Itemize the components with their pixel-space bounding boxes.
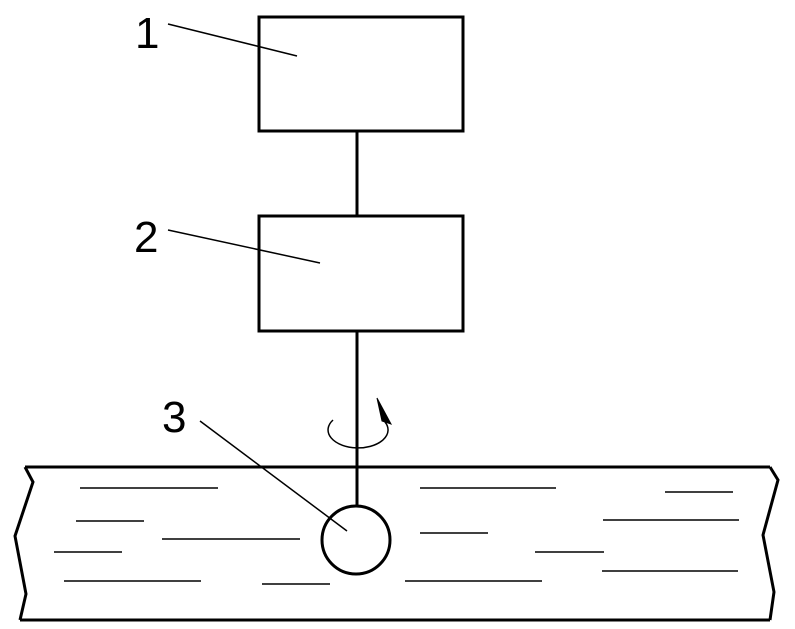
label-1: 1: [135, 9, 159, 58]
leader-line-3: [199, 420, 348, 532]
rotation-arrow-icon: [327, 397, 393, 449]
label-2: 2: [134, 213, 158, 262]
fluid-channel: [13, 465, 780, 622]
fluid-hatch-lines: [54, 487, 739, 585]
leader-line-2: [167, 229, 321, 264]
block-2: [257, 214, 465, 333]
leader-line-1: [167, 23, 298, 57]
sensor-3: [320, 504, 392, 576]
label-3: 3: [162, 393, 186, 442]
block-1: [257, 15, 465, 133]
